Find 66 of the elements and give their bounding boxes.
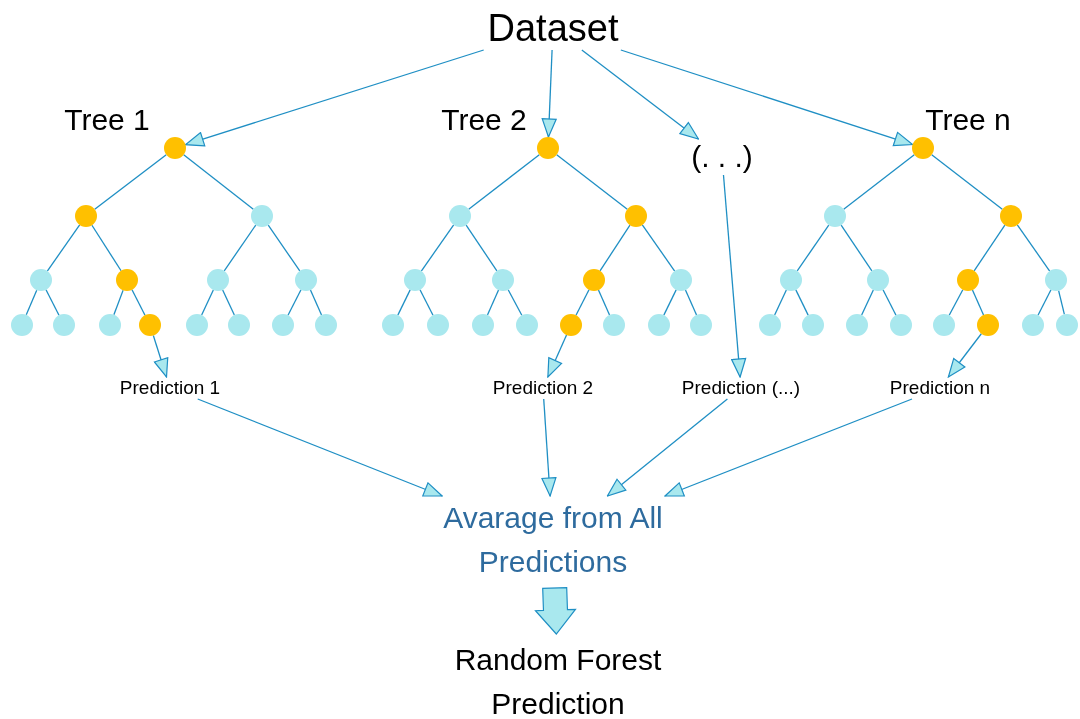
prediction-label: Prediction 1 bbox=[119, 377, 221, 399]
connector-line bbox=[486, 289, 500, 316]
connector-line bbox=[468, 154, 540, 210]
arrow bbox=[184, 49, 485, 147]
connector-line bbox=[948, 289, 964, 316]
tree-label: Tree 2 bbox=[441, 102, 527, 138]
connector-line bbox=[795, 289, 809, 316]
connector-line bbox=[840, 224, 873, 272]
connector-line bbox=[973, 224, 1006, 272]
connector-line bbox=[397, 289, 411, 316]
arrow bbox=[620, 49, 914, 147]
connector-line bbox=[1037, 289, 1052, 316]
arrow bbox=[722, 174, 747, 378]
connector-line bbox=[575, 289, 590, 316]
connector-line bbox=[556, 154, 628, 210]
connector-line bbox=[267, 224, 301, 272]
connector-line bbox=[94, 154, 167, 210]
prediction-label: Prediction n bbox=[889, 377, 991, 399]
connector-line bbox=[223, 224, 257, 272]
arrow bbox=[197, 398, 443, 497]
arrow bbox=[541, 49, 557, 138]
connector-line bbox=[183, 154, 254, 210]
tree-label: Tree 1 bbox=[64, 102, 150, 138]
connector-line bbox=[131, 289, 146, 316]
tree-label: Tree n bbox=[925, 102, 1011, 138]
arrow bbox=[547, 334, 568, 378]
prediction-label: Prediction 2 bbox=[492, 377, 594, 399]
connector-line bbox=[641, 224, 676, 272]
connector-line bbox=[882, 289, 897, 316]
connector-line bbox=[599, 224, 631, 272]
connector-line bbox=[1057, 290, 1066, 315]
connector-line bbox=[507, 289, 523, 316]
dataset-label: Dataset bbox=[487, 6, 619, 50]
connector-line bbox=[931, 154, 1003, 210]
arrow bbox=[947, 333, 982, 378]
connector-line bbox=[222, 289, 235, 316]
arrow bbox=[152, 334, 169, 378]
connector-line bbox=[419, 289, 434, 316]
connector-line bbox=[971, 289, 985, 316]
arrow bbox=[606, 398, 729, 497]
connector-line bbox=[46, 224, 81, 272]
block-arrow bbox=[534, 586, 577, 635]
result-label: Random Forest Prediction bbox=[453, 642, 663, 719]
connector-line bbox=[465, 224, 498, 272]
ellipsis-label: (. . .) bbox=[691, 139, 753, 175]
connector-line bbox=[25, 289, 38, 316]
connector-line bbox=[45, 289, 60, 316]
average-label: Avarage from All Predictions bbox=[442, 500, 664, 580]
connector-line bbox=[309, 289, 323, 316]
connector-line bbox=[91, 224, 122, 272]
connector-line bbox=[1016, 224, 1051, 272]
prediction-label: Prediction (...) bbox=[681, 377, 801, 399]
connector-line bbox=[843, 154, 915, 210]
connector-line bbox=[597, 289, 611, 316]
connector-line bbox=[287, 289, 302, 316]
arrow bbox=[581, 49, 700, 140]
connector-line bbox=[113, 289, 124, 316]
connector-line bbox=[796, 224, 830, 272]
connector-line bbox=[861, 289, 874, 316]
arrow bbox=[541, 398, 557, 497]
connector-line bbox=[774, 289, 787, 316]
connector-line bbox=[201, 289, 214, 316]
connector-line bbox=[684, 289, 698, 316]
connector-line bbox=[663, 289, 677, 316]
arrow bbox=[664, 398, 913, 497]
connector-line bbox=[420, 224, 455, 272]
